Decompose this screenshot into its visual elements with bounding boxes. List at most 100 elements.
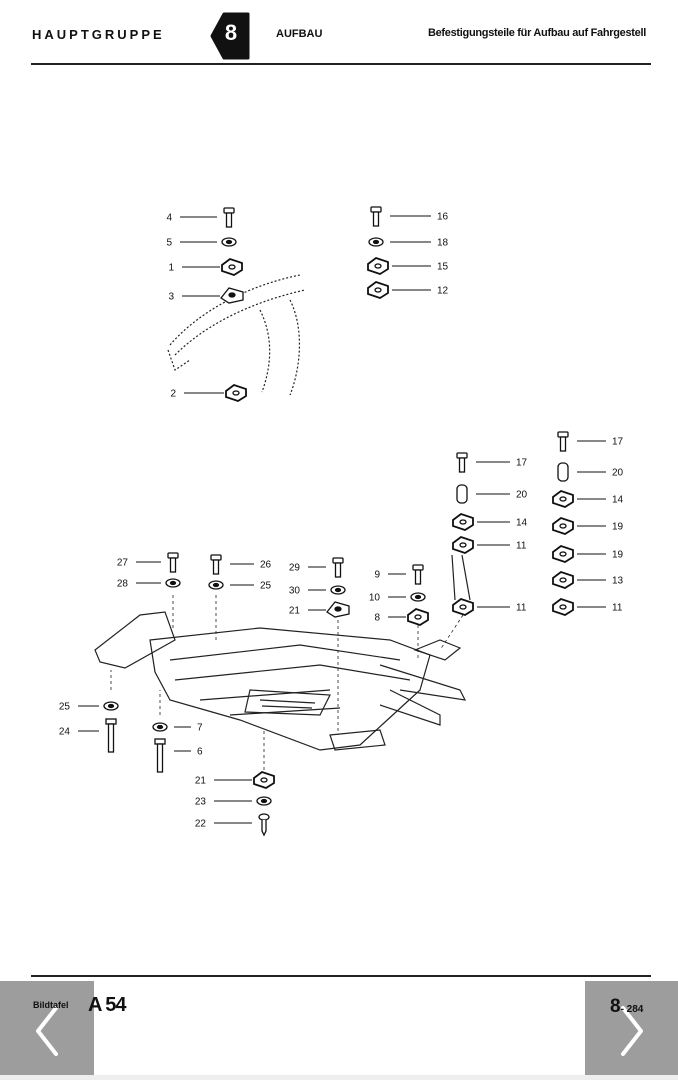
callout-number: 10 [369,593,381,604]
block-part-icon [452,512,474,531]
washer-part-icon [256,796,272,806]
page-major: 8 [610,996,621,1017]
previous-page-button[interactable] [0,981,94,1075]
callout-longbolt: 24 [59,718,117,753]
bolt-part-icon [210,554,222,575]
callout-number: 25 [260,581,272,592]
callout-sleeve: 20 [557,462,624,482]
screw-part-icon [258,813,270,837]
callout-number: 2 [170,389,176,400]
callout-number: 19 [612,550,624,561]
page-header: HAUPTGRUPPE 8 AUFBAU Befestigungsteile f… [0,0,678,70]
longbolt-part-icon [154,738,166,773]
bottom-bar [0,1075,678,1080]
callout-number: 15 [437,262,449,273]
block-part-icon [552,544,574,563]
chassis-drawing [94,274,471,770]
callout-number: 1 [168,263,174,274]
callout-number: 21 [289,606,301,617]
callout-washer: 18 [368,237,449,249]
callout-number: 26 [260,560,272,571]
block-part-icon [221,257,243,276]
group-label: HAUPTGRUPPE [32,27,165,42]
callout-bolt: 16 [370,206,449,227]
callout-longbolt: 6 [154,738,203,773]
callout-block: 13 [552,570,624,589]
block-part-icon [552,516,574,535]
callout-bolt: 29 [289,557,344,578]
callout-block: 19 [552,516,624,535]
callout-bolt: 27 [117,552,179,573]
callout-number: 28 [117,579,129,590]
callout-number: 14 [612,495,624,506]
sleeve-part-icon [456,484,468,504]
washer-part-icon [330,585,346,595]
callout-number: 6 [197,747,203,758]
block-part-icon [552,489,574,508]
callout-block: 15 [367,256,449,275]
callout-bolt: 17 [557,431,624,452]
header-rule [31,63,651,65]
callout-washer: 30 [289,585,346,597]
callout-number: 3 [168,292,174,303]
callout-bolt: 9 [374,564,424,585]
callout-number: 25 [59,702,71,713]
callout-number: 13 [612,576,624,587]
callout-screw: 22 [195,813,270,837]
callout-number: 18 [437,238,449,249]
longbolt-part-icon [105,718,117,753]
block-part-icon [253,770,275,789]
callout-clip: 3 [168,287,244,304]
callout-number: 4 [166,213,172,224]
washer-part-icon [103,701,119,711]
bolt-part-icon [370,206,382,227]
block-part-icon [367,280,389,299]
plate-label: Bildtafel [33,1000,69,1010]
block-part-icon [225,383,247,402]
sleeve-part-icon [557,462,569,482]
bolt-part-icon [456,452,468,473]
washer-part-icon [221,237,237,247]
callout-block: 11 [552,597,623,616]
callout-block: 1 [168,257,243,276]
callout-block: 14 [552,489,624,508]
callout-clip: 21 [289,601,350,618]
callout-washer: 10 [369,592,426,604]
washer-part-icon [152,722,168,732]
callout-block: 11 [452,535,527,554]
callout-number: 14 [516,518,528,529]
callout-block: 11 [452,597,527,616]
callout-block: 19 [552,544,624,563]
callout-number: 11 [516,541,527,552]
callout-number: 8 [374,613,380,624]
chevron-left-icon [36,1006,58,1056]
washer-part-icon [410,592,426,602]
callout-block: 21 [195,770,275,789]
callout-washer: 25 [59,701,119,713]
clip-part-icon [220,287,244,304]
callout-number: 23 [195,797,207,808]
bolt-part-icon [332,557,344,578]
callout-number: 7 [197,723,203,734]
block-part-icon [552,570,574,589]
callout-number: 16 [437,212,449,223]
callout-block: 12 [367,280,449,299]
callout-number: 20 [516,490,528,501]
callout-washer: 25 [208,580,272,592]
callout-number: 19 [612,522,624,533]
callout-washer: 5 [166,237,237,249]
block-part-icon [407,607,429,626]
callout-sleeve: 20 [456,484,528,504]
washer-part-icon [368,237,384,247]
washer-part-icon [208,580,224,590]
callout-number: 5 [166,238,172,249]
callout-number: 11 [516,603,527,614]
callout-bolt: 4 [166,207,235,228]
callout-number: 20 [612,468,624,479]
callout-number: 9 [374,570,380,581]
callout-number: 30 [289,586,301,597]
callout-number: 12 [437,286,449,297]
callout-number: 21 [195,776,207,787]
next-page-button[interactable] [585,981,678,1075]
page-minor: - 284 [620,1004,644,1015]
